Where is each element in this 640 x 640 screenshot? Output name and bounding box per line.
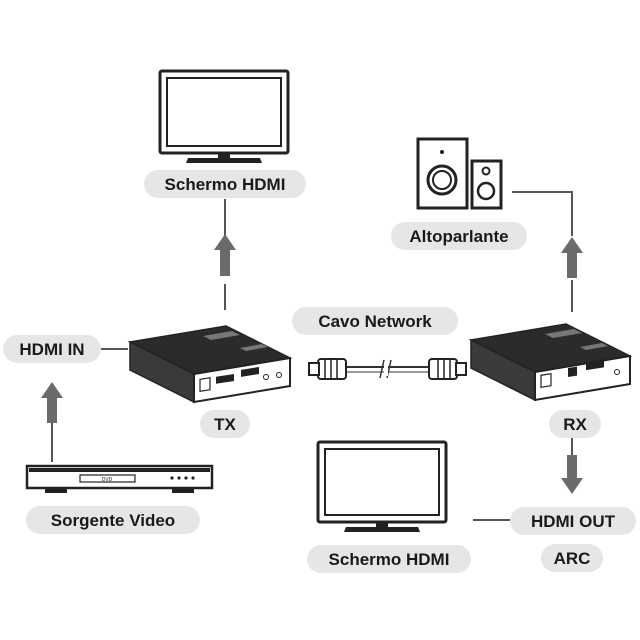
label-screen-bottom: Schermo HDMI [307, 545, 471, 573]
wires [51, 191, 573, 521]
tx-device-icon [127, 325, 293, 404]
label-tx: TX [200, 410, 250, 438]
label-hdmi-out-text: HDMI OUT [531, 512, 616, 531]
label-video-source-text: Sorgente Video [51, 511, 175, 530]
cable-break-1 [379, 359, 385, 379]
label-video-source: Sorgente Video [26, 506, 200, 534]
arrows [41, 234, 583, 494]
rx-device-icon [468, 323, 633, 402]
label-speaker: Altoparlante [391, 222, 527, 250]
arrow-up-to-hdmi-in-icon [41, 382, 63, 423]
label-screen-bottom-text: Schermo HDMI [329, 550, 450, 569]
tv-bottom-icon [316, 440, 448, 532]
label-speaker-text: Altoparlante [409, 227, 508, 246]
label-rx-text: RX [563, 415, 587, 434]
dvd-label: DVD [102, 477, 113, 483]
label-hdmi-out: HDMI OUT [510, 507, 636, 535]
arrow-up-to-screen-icon [214, 234, 236, 276]
cable-break-gap [384, 362, 388, 376]
label-screen-top-text: Schermo HDMI [165, 175, 286, 194]
label-hdmi-in: HDMI IN [3, 335, 101, 363]
label-network-cable: Cavo Network [292, 307, 458, 335]
label-network-cable-text: Cavo Network [318, 312, 432, 331]
rj45-plug-right-icon [428, 358, 467, 380]
label-tx-text: TX [214, 415, 236, 434]
wire-speaker-bracket [512, 191, 573, 236]
label-hdmi-in-text: HDMI IN [19, 340, 84, 359]
label-rx: RX [549, 410, 601, 438]
tv-top-icon [158, 69, 290, 163]
arrow-down-to-hdmi-out-icon [561, 455, 583, 494]
arrow-up-to-speaker-icon [561, 237, 583, 278]
label-arc-text: ARC [554, 549, 591, 568]
rj45-plug-left-icon [308, 358, 347, 380]
dvd-player-icon: DVD [25, 464, 214, 493]
speaker-icon [416, 137, 503, 210]
label-screen-top: Schermo HDMI [144, 170, 306, 198]
label-arc: ARC [541, 544, 603, 572]
